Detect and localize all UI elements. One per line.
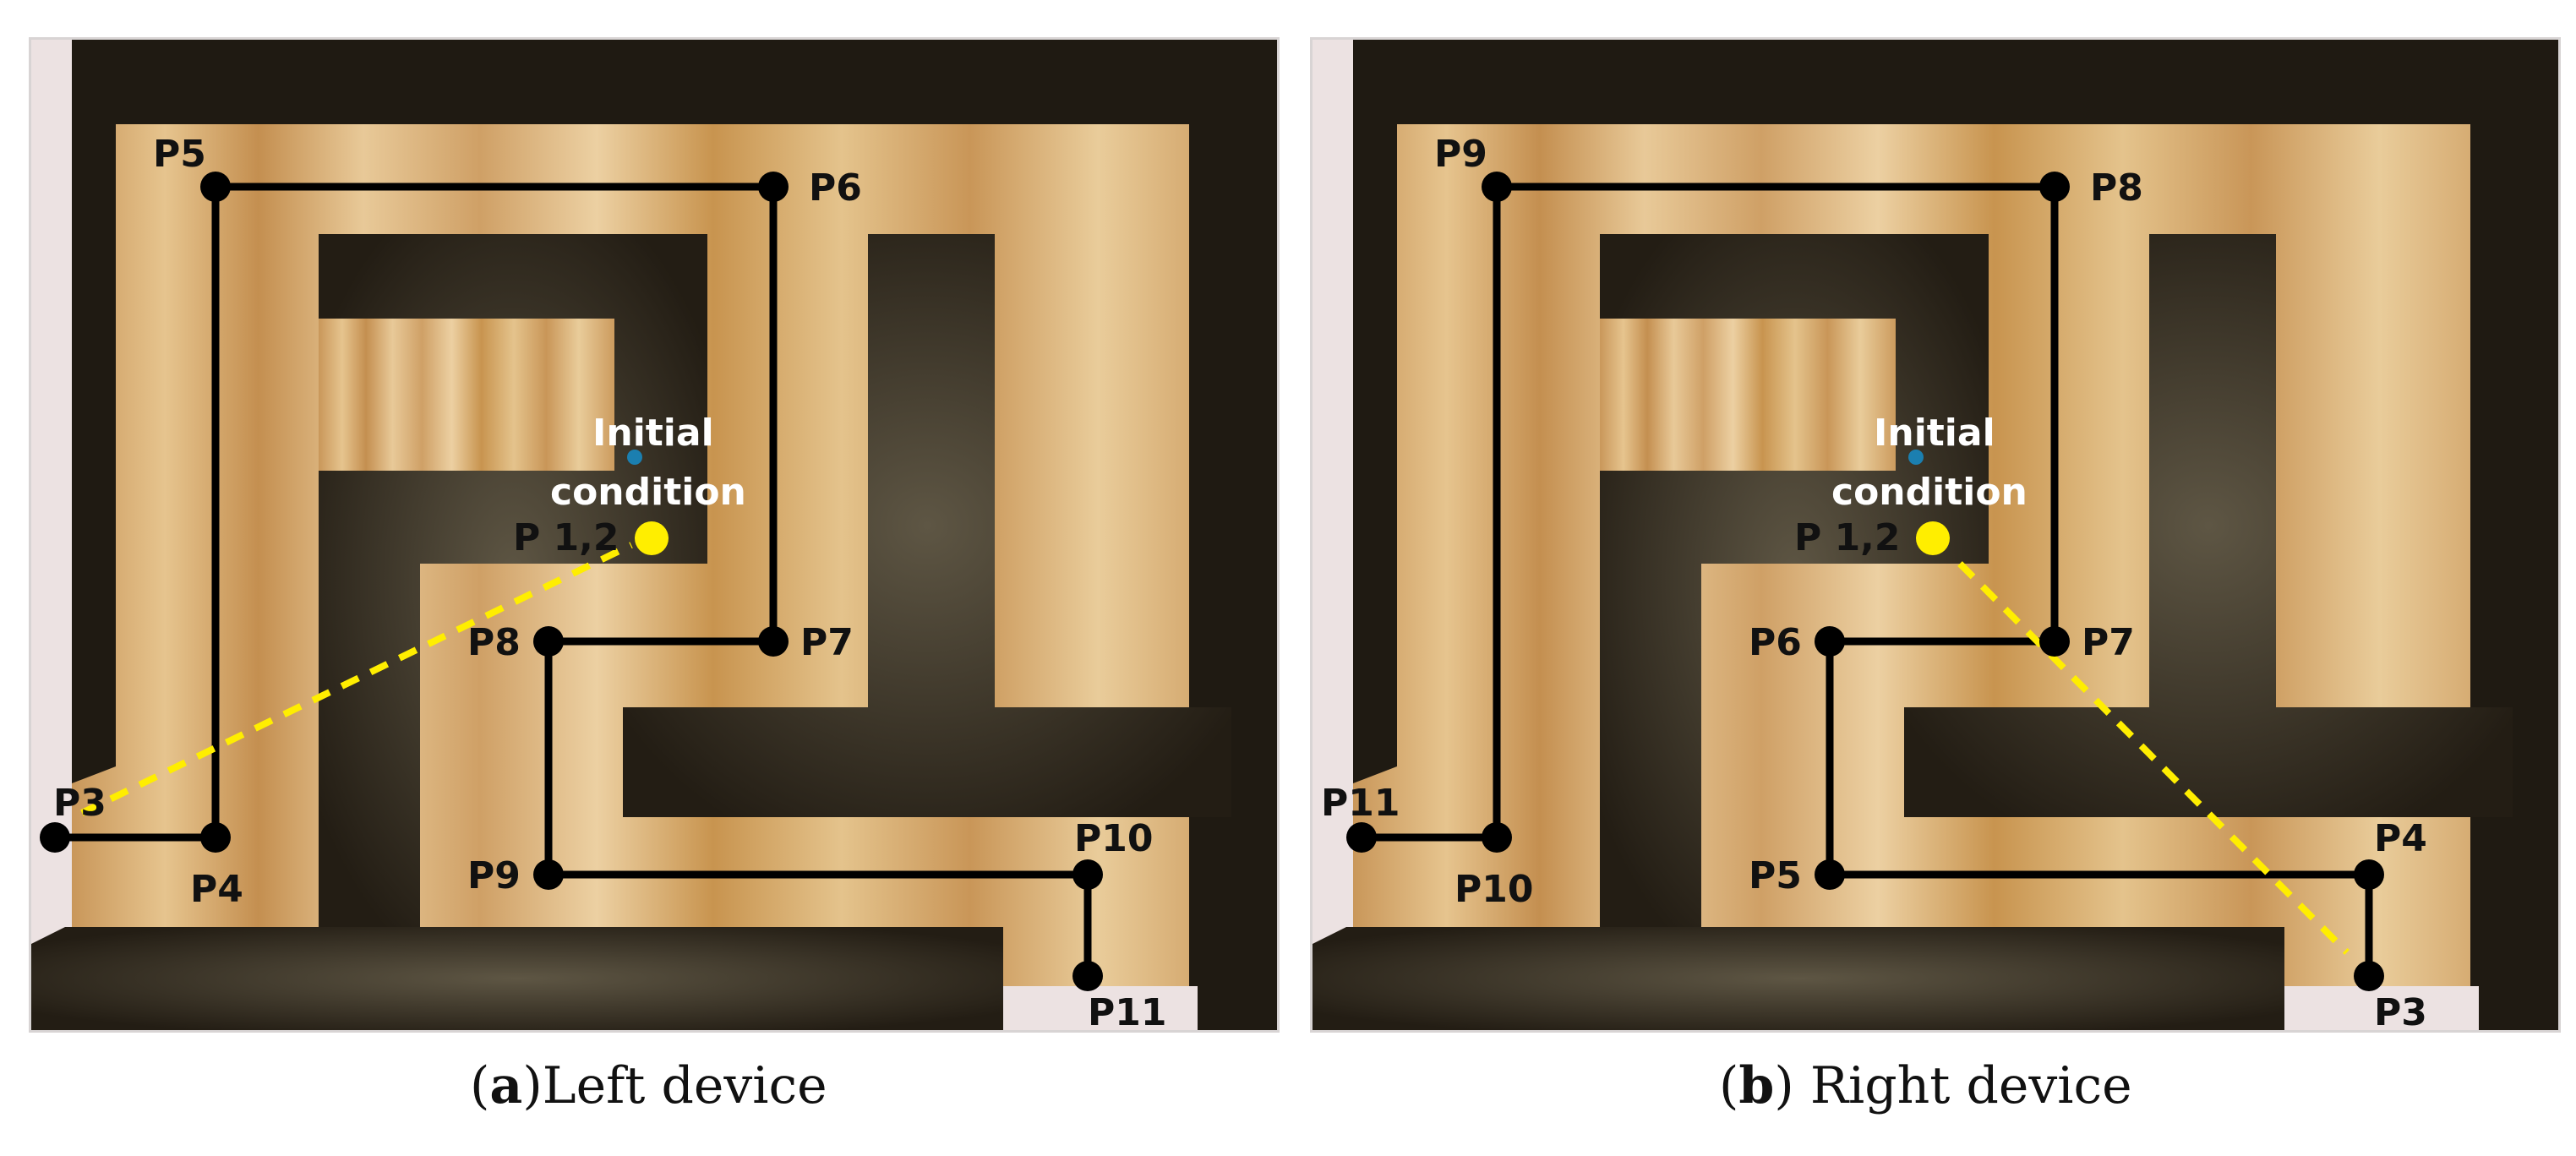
point-label-p4: P4: [190, 868, 243, 911]
maze-diagram-right: Initial condition P 1,2 P3 P4 P5 P6 P7 P…: [1313, 40, 2558, 1030]
start-label: P 1,2: [513, 516, 619, 559]
point-label-p9: P9: [467, 854, 521, 897]
caption-letter: b: [1738, 1056, 1775, 1115]
point-label-p10: P10: [1074, 817, 1153, 860]
start-dot: [1916, 521, 1950, 555]
initial-condition-dot: [1908, 450, 1924, 465]
point-label-p3: P3: [53, 782, 106, 825]
path-points: [40, 172, 1103, 991]
point-label-p3: P3: [2374, 991, 2427, 1030]
point-label-p11: P11: [1088, 991, 1166, 1030]
caption-text: Right device: [1793, 1056, 2132, 1115]
point-label-p7: P7: [2082, 621, 2135, 664]
point-label-p8: P8: [467, 621, 521, 664]
start-dot: [635, 521, 669, 555]
initial-label-line2: condition: [1831, 471, 2028, 514]
caption-right: (b) Right device: [1719, 1056, 2132, 1115]
caption-left: (a)Left device: [470, 1056, 827, 1115]
point-label-p11: P11: [1321, 782, 1400, 825]
dashed-line: [80, 542, 633, 816]
initial-label-line2: condition: [550, 471, 746, 514]
dashed-line: [1957, 561, 2350, 955]
initial-condition-dot: [627, 450, 642, 465]
point-label-p4: P4: [2374, 817, 2427, 860]
point-label-p6: P6: [1749, 621, 1802, 664]
maze-panel-right: Initial condition P 1,2 P3 P4 P5 P6 P7 P…: [1310, 37, 2561, 1033]
caption-text: Left device: [542, 1056, 827, 1115]
point-label-p9: P9: [1434, 133, 1487, 176]
point-label-p6: P6: [809, 166, 862, 210]
point-label-p8: P8: [2090, 166, 2143, 210]
initial-label-line1: Initial: [1874, 412, 1995, 455]
point-label-p5: P5: [153, 133, 206, 176]
maze-panel-left: Initial condition P 1,2 P3 P4 P5 P6 P7 P…: [29, 37, 1280, 1033]
path-points: [1346, 172, 2384, 991]
point-label-p5: P5: [1749, 854, 1802, 897]
caption-letter: a: [489, 1056, 523, 1115]
initial-label-line1: Initial: [592, 412, 714, 455]
start-label: P 1,2: [1794, 516, 1901, 559]
maze-diagram-left: Initial condition P 1,2 P3 P4 P5 P6 P7 P…: [31, 40, 1277, 1030]
point-label-p7: P7: [800, 621, 854, 664]
point-label-p10: P10: [1454, 868, 1533, 911]
